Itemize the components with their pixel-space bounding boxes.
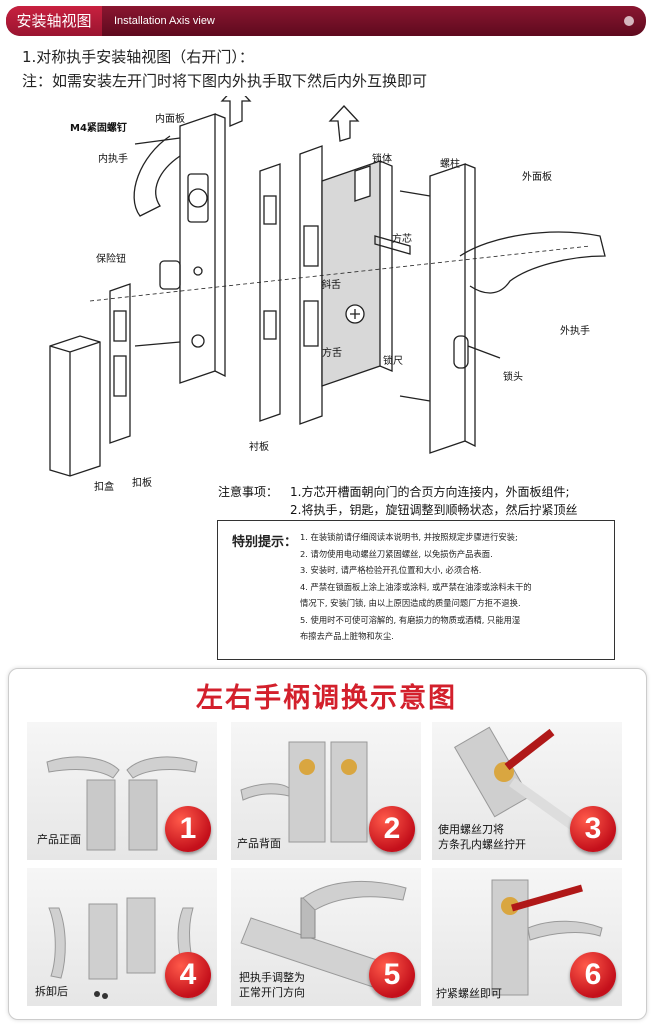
intro-line-2: 注：如需安装左开门时将下图内外执手取下然后内外互换即可 bbox=[22, 72, 428, 90]
step-6-badge: 6 bbox=[570, 952, 616, 998]
label-cylinder: 锁头 bbox=[503, 372, 523, 383]
label-safety-knob: 保险钮 bbox=[96, 254, 126, 265]
tip-item: 1. 在装锁前请仔细阅读本说明书, 并按照规定步骤进行安装; bbox=[300, 532, 518, 542]
label-inner-handle: 内执手 bbox=[98, 154, 128, 165]
label-square-core: 方芯 bbox=[392, 234, 412, 245]
tip-item: 2. 请勿使用电动螺丝刀紧固螺丝, 以免损伤产品表面. bbox=[300, 548, 493, 559]
step-5-caption: 把执手调整为 正常开门方向 bbox=[239, 971, 305, 999]
tip-item: 3. 安装时, 请严格检验开孔位置和大小, 必须合格. bbox=[300, 565, 482, 575]
step-2-badge: 2 bbox=[369, 806, 415, 852]
notes-label: 注意事项： bbox=[218, 485, 279, 499]
step-4-photo: 拆卸后 4 bbox=[27, 868, 217, 1006]
label-lock-body: 锁体 bbox=[372, 154, 392, 165]
step-5-photo: 把执手调整为 正常开门方向 5 bbox=[231, 868, 421, 1006]
label-m4-screw: M4紧固螺钉 bbox=[70, 123, 127, 134]
step-2-caption: 产品背面 bbox=[237, 837, 281, 850]
step-4-caption: 拆卸后 bbox=[35, 985, 68, 998]
step-6-photo: 拧紧螺丝即可 6 bbox=[432, 868, 622, 1006]
label-lock-ruler: 锁尺 bbox=[383, 356, 403, 367]
tip-item: 4. 严禁在锁面板上涂上油漆或涂料, 或严禁在油漆或涂料未干的 bbox=[300, 581, 532, 592]
intro-line-1: 1.对称执手安装轴视图（右开门）： bbox=[22, 48, 254, 66]
special-tips-box: 特别提示： 1. 在装锁前请仔细阅读本说明书, 并按照规定步骤进行安装; 2. … bbox=[217, 520, 615, 660]
tip-item: 5. 使用时不可使可溶解的, 有磨损力的物质或酒精, 只能用湿 bbox=[300, 614, 521, 625]
step-1-caption: 产品正面 bbox=[37, 833, 81, 846]
label-outer-plate: 外面板 bbox=[522, 172, 552, 183]
step-2-photo: 产品背面 2 bbox=[231, 722, 421, 860]
tips-list: 1. 在装锁前请仔细阅读本说明书, 并按照规定步骤进行安装; 2. 请勿使用电动… bbox=[300, 529, 610, 645]
tighten-illustration bbox=[491, 879, 603, 996]
step-6-caption: 拧紧螺丝即可 bbox=[436, 987, 502, 1000]
label-inner-plate: 内面板 bbox=[155, 114, 185, 125]
step-3-photo: 使用螺丝刀将 方条孔内螺丝拧开 3 bbox=[432, 722, 622, 860]
adjust-handle-illustration bbox=[240, 881, 407, 994]
step-3-caption: 使用螺丝刀将 方条孔内螺丝拧开 bbox=[438, 823, 526, 851]
label-strike: 扣板 bbox=[132, 478, 152, 489]
label-stud: 螺柱 bbox=[440, 159, 460, 170]
step-4-badge: 4 bbox=[165, 952, 211, 998]
label-deadbolt: 方舌 bbox=[322, 348, 342, 359]
tips-heading: 特别提示： bbox=[232, 535, 298, 550]
note-1: 1.方芯开槽面朝向门的合页方向连接内，外面板组件; bbox=[290, 485, 570, 499]
handle-back-illustration bbox=[240, 741, 368, 843]
section-tag: 安装轴视图 bbox=[6, 6, 102, 36]
step-1-photo: 产品正面 1 bbox=[27, 722, 217, 860]
exploded-diagram bbox=[49, 96, 606, 477]
tip-item: 情况下, 安装门锁, 由以上原因造成的质量问题厂方拒不退换. bbox=[300, 598, 521, 608]
label-latch: 斜舌 bbox=[321, 280, 341, 291]
step-3-badge: 3 bbox=[570, 806, 616, 852]
step-1-badge: 1 bbox=[165, 806, 211, 852]
section-header: 安装轴视图 Installation Axis view bbox=[6, 6, 646, 36]
label-box: 扣盒 bbox=[94, 482, 114, 493]
header-dot-icon bbox=[624, 16, 634, 26]
handle-front-illustration bbox=[46, 756, 198, 851]
tip-item: 布擦去产品上脏物和灰尘. bbox=[300, 631, 394, 641]
swap-panel-title: 左右手柄调换示意图 bbox=[196, 683, 457, 714]
label-outer-handle: 外执手 bbox=[560, 326, 590, 337]
label-liner: 衬板 bbox=[249, 442, 269, 453]
note-2: 2.将执手，钥匙，旋钮调整到顺畅状态，然后拧紧顶丝 bbox=[290, 503, 578, 517]
step-5-badge: 5 bbox=[369, 952, 415, 998]
section-subtitle: Installation Axis view bbox=[114, 15, 215, 27]
